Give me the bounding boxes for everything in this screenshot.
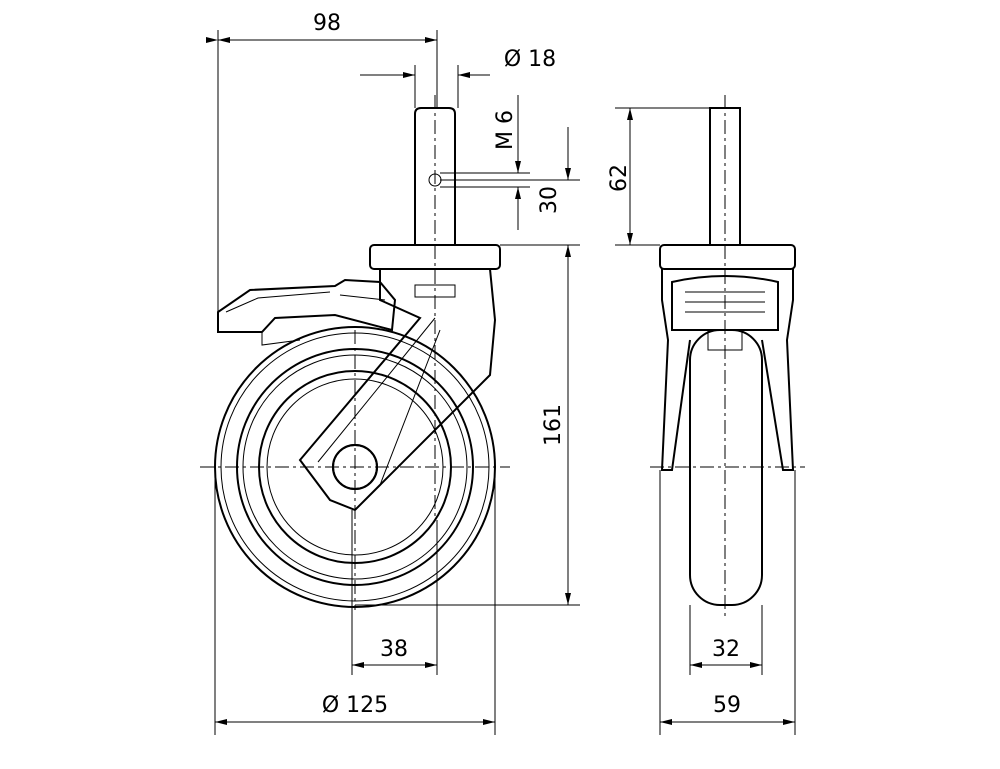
side-view bbox=[200, 95, 510, 610]
dim-tread-width: 32 bbox=[712, 637, 740, 662]
brake-lever bbox=[217, 278, 397, 346]
dim-offset: 98 bbox=[313, 11, 341, 36]
dim-wheel-diameter: Ø 125 bbox=[322, 693, 388, 718]
front-brake bbox=[671, 275, 779, 331]
dim-hole-height: 30 bbox=[537, 186, 562, 214]
dim-overall-height: 161 bbox=[541, 404, 566, 446]
dim-overall-width: 59 bbox=[713, 693, 741, 718]
centerlines bbox=[200, 95, 510, 610]
front-plate bbox=[659, 244, 796, 270]
dim-stem-length: 62 bbox=[607, 164, 632, 192]
dimension-labels: 98 Ø 18 M 6 30 62 161 38 Ø 125 32 59 bbox=[313, 11, 741, 718]
dim-thread: M 6 bbox=[493, 110, 518, 150]
front-view bbox=[650, 95, 805, 620]
dimension-lines bbox=[206, 30, 796, 735]
dim-hub-length: 38 bbox=[380, 637, 408, 662]
dim-stem-diameter: Ø 18 bbox=[504, 47, 556, 72]
